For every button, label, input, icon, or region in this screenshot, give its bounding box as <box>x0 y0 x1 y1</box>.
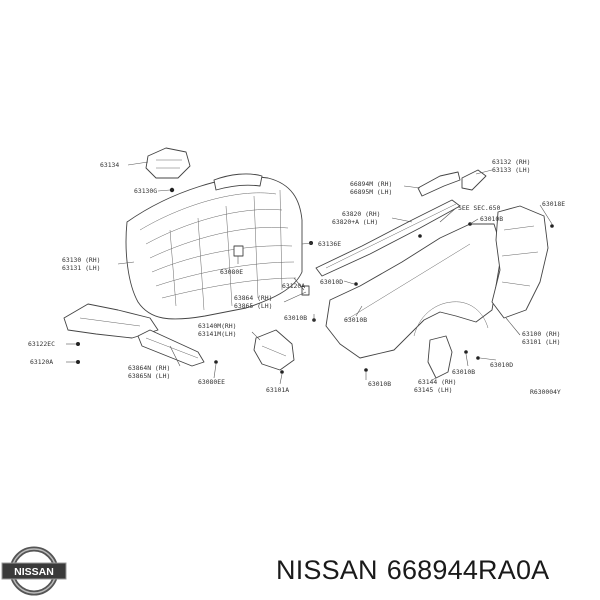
label-63133: 63133 (LH) <box>492 166 530 174</box>
label-63080e: 63080E <box>220 268 243 276</box>
seal-63820 <box>315 199 461 277</box>
label-63134: 63134 <box>100 161 119 169</box>
lower-plate <box>63 303 159 339</box>
part-number: 668944RA0A <box>386 555 550 585</box>
bracket-63140m <box>253 329 295 371</box>
label-66894m: 66894M (RH) <box>350 180 392 188</box>
fender-liner <box>125 173 303 320</box>
label-63136e: 63136E <box>318 240 341 248</box>
label-63130: 63130 (RH) <box>62 256 100 264</box>
label-63864-rh: 63864 (RH) <box>234 294 272 302</box>
label-63010b-e: 63010B <box>368 380 391 388</box>
label-63140m: 63140M(RH) <box>198 322 236 330</box>
reference-code: R630004Y <box>530 388 561 396</box>
nissan-logo: NISSAN <box>1 546 67 596</box>
label-63820: 63820 (RH) <box>342 210 380 218</box>
label-63010b-b: 63010B <box>344 316 367 324</box>
label-63820a: 63820+A (LH) <box>332 218 378 226</box>
label-63865-lh: 63865 (LH) <box>234 302 272 310</box>
label-66895m: 66895M (LH) <box>350 188 392 196</box>
bracket-63134 <box>145 147 191 179</box>
label-63144: 63144 (RH) <box>418 378 456 386</box>
label-63131: 63131 (LH) <box>62 264 100 272</box>
label-63010b-c: 63010B <box>480 215 503 223</box>
seal-66894m <box>417 171 461 197</box>
label-63865n: 63865N (LH) <box>128 372 170 380</box>
label-63018e: 63018E <box>542 200 565 208</box>
label-63132: 63132 (RH) <box>492 158 530 166</box>
label-63010b-a: 63010B <box>284 314 307 322</box>
brand-name: NISSAN <box>276 555 378 585</box>
label-63010d-b: 63010D <box>490 361 513 369</box>
clips <box>76 187 554 374</box>
fender-panel <box>325 223 503 359</box>
part-number-caption: NISSAN 668944RA0A <box>276 548 596 592</box>
bracket-63132 <box>461 169 487 191</box>
part-labels: 63134 63130G 63130 (RH) 63131 (LH) 63122… <box>28 158 565 396</box>
label-63141m: 63141M(LH) <box>198 330 236 338</box>
label-63101a: 63101A <box>266 386 289 394</box>
label-63010b-d: 63010B <box>452 368 475 376</box>
logo-wordmark: NISSAN <box>14 566 54 578</box>
label-see-sec: SEE SEC.650 <box>458 204 500 212</box>
label-63130g: 63130G <box>134 187 157 195</box>
liner-63100 <box>491 205 549 319</box>
label-63100: 63100 (RH) <box>522 330 560 338</box>
label-63010d: 63010D <box>320 278 343 286</box>
label-63120a-left: 63120A <box>30 358 53 366</box>
leader-lines <box>66 161 553 385</box>
label-63101: 63101 (LH) <box>522 338 560 346</box>
label-63145: 63145 (LH) <box>414 386 452 394</box>
label-63080ee: 63080EE <box>198 378 225 386</box>
label-63864n: 63864N (RH) <box>128 364 170 372</box>
bracket-63144 <box>427 335 453 379</box>
label-63122ec: 63122EC <box>28 340 55 348</box>
label-63120a-mid: 63120A <box>282 282 305 290</box>
